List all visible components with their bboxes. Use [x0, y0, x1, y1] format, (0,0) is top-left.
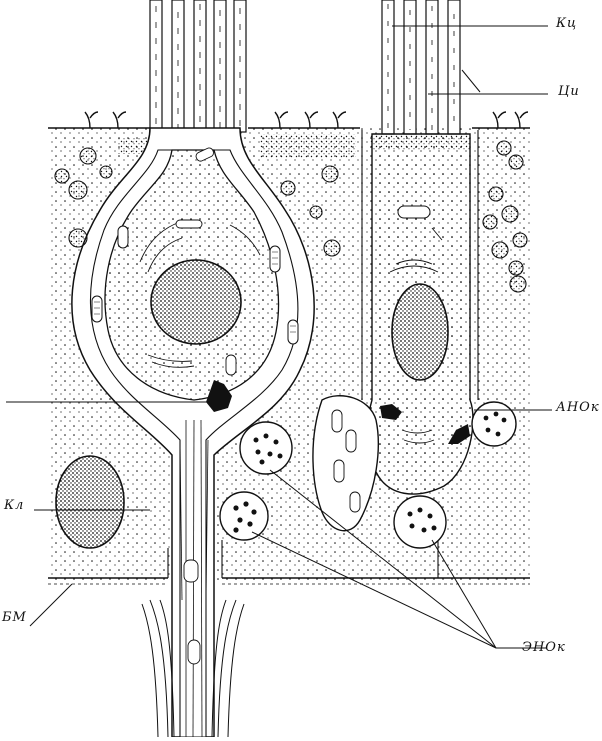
- basal-cell-left: [55, 455, 125, 549]
- secretory-cell-1: [239, 421, 293, 475]
- basement-membrane: [48, 577, 530, 585]
- secretory-cell-3: [471, 401, 517, 447]
- label-kl: Кл: [4, 498, 25, 513]
- receptor-nucleus: [150, 259, 242, 345]
- glandular-cell: [312, 395, 379, 532]
- cilia-bundle-right: [381, 0, 461, 135]
- receptor-nucleus-right: [391, 283, 449, 381]
- synaptic-ribbon-right: [380, 404, 402, 420]
- vesicles-2: [233, 501, 257, 533]
- terminal-web-mid: [118, 138, 148, 154]
- leader-lines: [6, 25, 552, 649]
- granules: [54, 140, 528, 293]
- terminal-web-left: [260, 134, 356, 158]
- label-kc: Кц: [556, 16, 578, 31]
- secretory-cell-2: [219, 491, 269, 541]
- label-enok: ЭНОк: [522, 640, 566, 655]
- secretory-cell-4: [393, 495, 447, 549]
- synaptic-ribbon-right-2: [448, 424, 470, 444]
- vesicles-4: [407, 507, 437, 533]
- cilia-bundle-left: [149, 0, 247, 133]
- label-anok: АНОк: [556, 400, 600, 415]
- label-ci: Ци: [558, 84, 580, 99]
- apical-surface: [48, 111, 530, 129]
- vesicles-1: [253, 433, 283, 465]
- label-bm: БМ: [2, 610, 27, 625]
- vesicles-3: [483, 411, 507, 437]
- cell-borders: [167, 130, 479, 578]
- nerve-bundle: [141, 599, 245, 738]
- synaptic-ribbon-left: [206, 380, 232, 412]
